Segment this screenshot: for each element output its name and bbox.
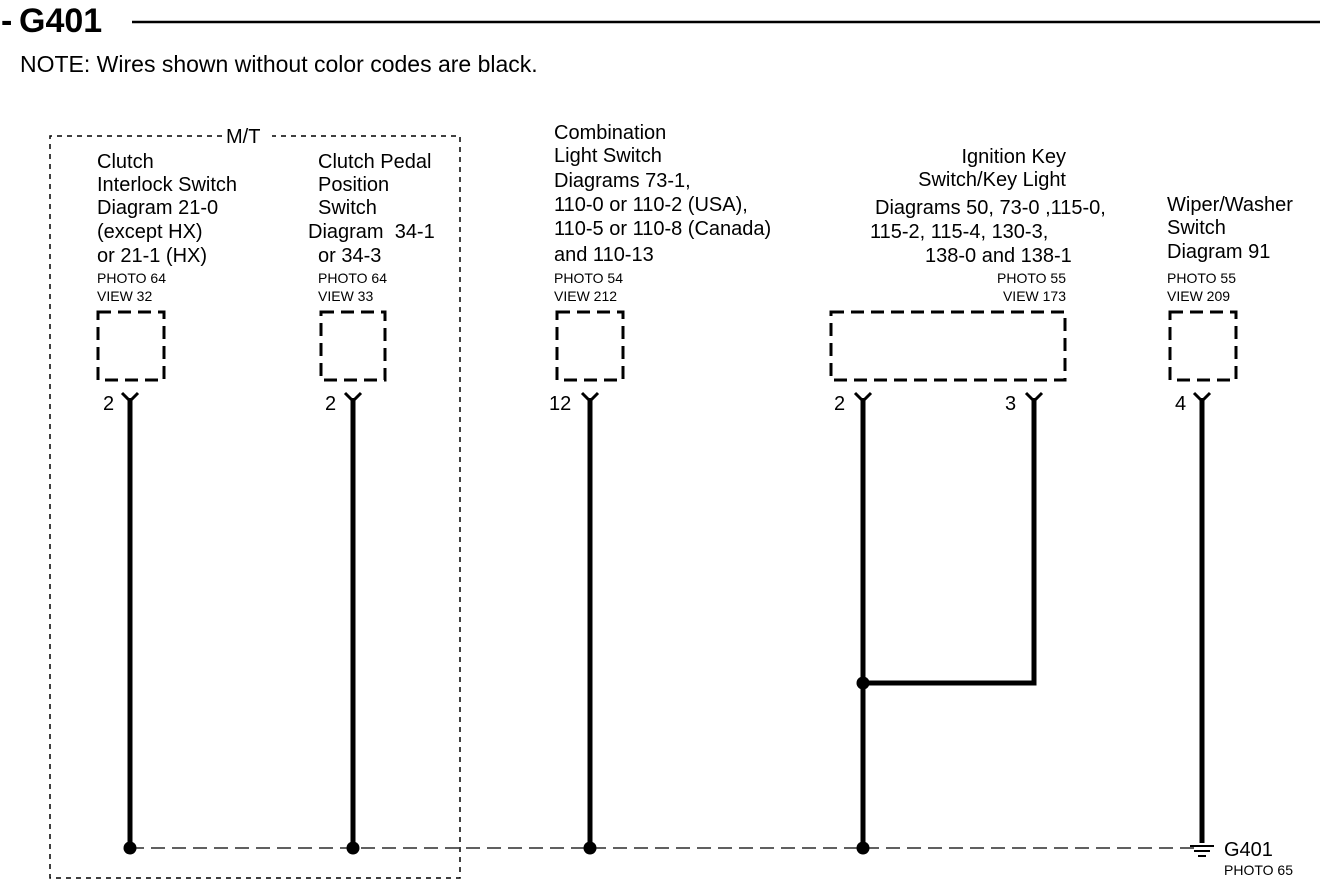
component-ignition-key-switch: Ignition Key Switch/Key Light Diagrams 5… [829, 146, 1106, 415]
view-ref: VIEW 33 [318, 288, 373, 304]
component-label-line: Clutch Pedal [318, 151, 431, 173]
photo-ref: PHOTO 54 [554, 270, 623, 286]
component-label-line: Switch [1167, 217, 1226, 239]
mt-group-label: M/T [226, 126, 260, 148]
component-label-line: or 21-1 (HX) [97, 245, 207, 267]
component-label-line: Clutch [97, 151, 154, 173]
pin-number: 3 [1005, 393, 1016, 415]
component-label-line: 110-5 or 110-8 (Canada) [554, 218, 771, 240]
ground-junctions [123, 841, 870, 855]
pin-number: 2 [103, 393, 114, 415]
photo-ref: PHOTO 55 [997, 270, 1066, 286]
component-label-line: Diagram 34-1 [308, 221, 435, 243]
mt-group-box [49, 135, 461, 879]
ground-junction [123, 841, 137, 855]
view-ref: VIEW 209 [1167, 288, 1230, 304]
header-dash: - [1, 2, 12, 40]
ground-symbol-icon [1190, 845, 1214, 857]
page-title: G401 [19, 2, 102, 40]
component-label-line: Position [318, 174, 389, 196]
connector [319, 310, 387, 382]
ground-junction [856, 841, 870, 855]
connector [555, 310, 625, 382]
component-label-line: Light Switch [554, 145, 662, 167]
component-label-line: Diagram 21-0 [97, 197, 218, 219]
view-ref: VIEW 212 [554, 288, 617, 304]
component-label-line: Switch [318, 197, 377, 219]
component-wiper-washer-switch: Wiper/Washer Switch Diagram 91 PHOTO 55 … [1167, 194, 1293, 415]
component-label-line: Diagrams 50, 73-0 ,115-0, [875, 197, 1106, 219]
pin-number: 4 [1175, 393, 1186, 415]
component-label-line: (except HX) [97, 221, 203, 243]
component-label-line: 110-0 or 110-2 (USA), [554, 194, 748, 216]
wire [863, 398, 1037, 686]
ground-photo-ref: PHOTO 65 [1224, 862, 1293, 878]
component-label-line: Wiper/Washer [1167, 194, 1293, 216]
pin-number: 2 [325, 393, 336, 415]
component-label-line: Diagram 91 [1167, 241, 1270, 263]
photo-ref: PHOTO 64 [97, 270, 166, 286]
view-ref: VIEW 32 [97, 288, 152, 304]
connector [829, 310, 1067, 382]
view-ref: VIEW 173 [1003, 288, 1066, 304]
pin-number: 2 [834, 393, 845, 415]
component-label-line: Interlock Switch [97, 174, 237, 196]
pin-terminals [120, 391, 1212, 404]
pin-number: 12 [549, 393, 571, 415]
photo-ref: PHOTO 55 [1167, 270, 1236, 286]
component-clutch-interlock-switch: Clutch Interlock Switch Diagram 21-0 (ex… [96, 151, 237, 415]
component-label-line: or 34-3 [318, 245, 381, 267]
component-label-line: Switch/Key Light [918, 169, 1066, 191]
color-code-note: NOTE: Wires shown without color codes ar… [20, 51, 538, 77]
splice-point [856, 676, 870, 690]
component-label-line: 138-0 and 138-1 [925, 245, 1072, 267]
connector [96, 310, 166, 382]
component-label-line: Combination [554, 122, 666, 144]
photo-ref: PHOTO 64 [318, 270, 387, 286]
component-label-line: Diagrams 73-1, [554, 170, 691, 192]
component-combination-light-switch: Combination Light Switch Diagrams 73-1, … [549, 122, 771, 415]
ground-label: G401 [1224, 839, 1273, 861]
ground-junction [346, 841, 360, 855]
component-label-line: 115-2, 115-4, 130-3, [870, 221, 1048, 243]
component-label-line: Ignition Key [961, 146, 1066, 168]
ground-junction [583, 841, 597, 855]
connector [1168, 310, 1238, 382]
component-label-line: and 110-13 [554, 244, 654, 266]
wires [127, 398, 1205, 848]
component-clutch-pedal-position-switch: Clutch Pedal Position Switch Diagram 34-… [308, 151, 435, 415]
